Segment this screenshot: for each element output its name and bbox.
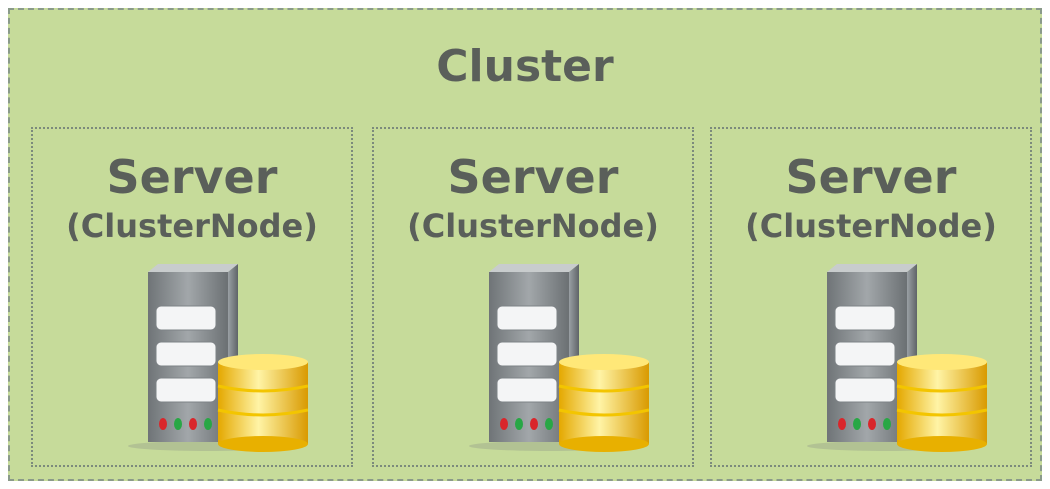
cluster-node-label: (ClusterNode) (66, 207, 318, 245)
cluster-node-label: (ClusterNode) (407, 207, 659, 245)
cluster-node-2: Server (ClusterNode) (372, 127, 694, 467)
server-title: Server (447, 150, 619, 204)
cluster-node-3: Server (ClusterNode) (710, 127, 1032, 467)
server-database-icon (128, 264, 308, 452)
server-title: Server (106, 150, 278, 204)
server-title: Server (785, 150, 957, 204)
cluster-node-1: Server (ClusterNode) (31, 127, 353, 467)
server-database-icon (469, 264, 649, 452)
cluster-title: Cluster (436, 41, 614, 92)
cluster-node-label: (ClusterNode) (745, 207, 997, 245)
cluster-container: Cluster Server (ClusterNode) (8, 8, 1042, 481)
server-database-icon (807, 264, 987, 452)
